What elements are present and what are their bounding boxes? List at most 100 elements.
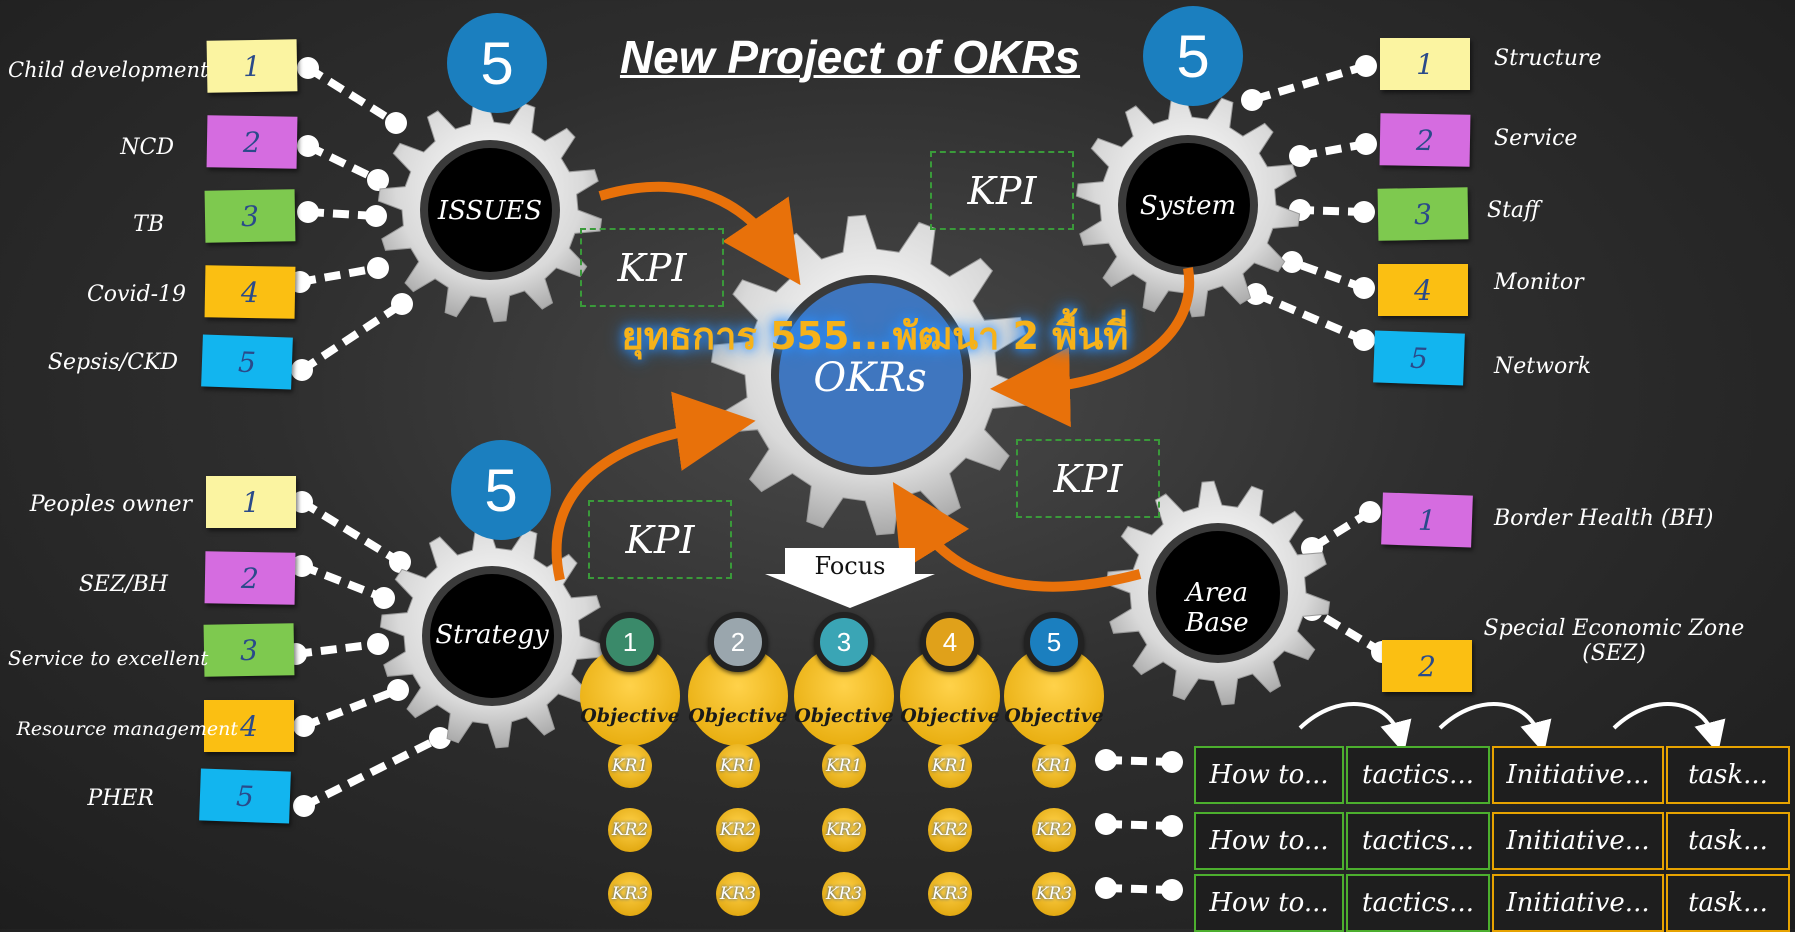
system-item-label-5: Network xyxy=(1494,354,1592,379)
objective-number-1: 1 xyxy=(600,612,660,672)
focus-label: Focus xyxy=(814,552,886,580)
system-note-1: 1 xyxy=(1380,38,1470,90)
issues-gear-center xyxy=(428,148,552,272)
system-item-label-1: Structure xyxy=(1494,46,1602,71)
issues-connector-1 xyxy=(305,64,399,127)
step-arrow-3 xyxy=(1612,702,1726,754)
system-note-3: 3 xyxy=(1377,187,1469,241)
issues-connector-1-end-dot xyxy=(385,112,407,134)
key-result-5-1: KR1 xyxy=(1032,744,1076,788)
strategy-item-label-1: Peoples owner xyxy=(29,492,192,517)
strategy-note-3: 3 xyxy=(203,623,295,677)
system-connector-4-start-dot xyxy=(1353,277,1375,299)
strategy-connector-4-start-dot xyxy=(293,715,315,737)
action-cell-1-4: task... xyxy=(1666,746,1790,804)
strategy-connector-5-end-dot xyxy=(429,727,451,749)
flow-arrow-2 xyxy=(990,267,1195,428)
key-result-2-2: KR2 xyxy=(716,808,760,852)
key-result-5-3: KR3 xyxy=(1032,872,1076,916)
kr-table-connector-1-end-dot xyxy=(1161,751,1183,773)
strategy-note-5: 5 xyxy=(199,768,291,824)
focus-arrow-shape xyxy=(765,548,935,608)
strategy-connector-1-end-dot xyxy=(389,551,411,573)
kr-table-connector-2-start-dot xyxy=(1095,813,1117,835)
strategy-connector-3 xyxy=(295,640,379,658)
focus-arrow: Focus xyxy=(765,540,935,610)
flow-arrow-1 xyxy=(598,181,801,286)
system-item-label-4: Monitor xyxy=(1494,270,1584,295)
area_base-connector-1 xyxy=(1309,508,1373,552)
strategy-count-badge: 5 xyxy=(451,440,551,540)
system-connector-2-end-dot xyxy=(1289,145,1311,167)
area-base-gear-center xyxy=(1156,531,1280,655)
issues-connector-5-end-dot xyxy=(391,293,413,315)
system-connector-1-end-dot xyxy=(1241,89,1263,111)
action-cell-3-3: Initiative... xyxy=(1492,874,1664,932)
issues-note-1: 1 xyxy=(206,39,298,93)
system-connector-1-start-dot xyxy=(1355,55,1377,77)
objective-number-5: 5 xyxy=(1024,612,1084,672)
strategy-connector-4-end-dot xyxy=(387,679,409,701)
strategy-connector-1-start-dot xyxy=(291,491,313,513)
system-count-badge: 5 xyxy=(1143,6,1243,106)
issues-note-3: 3 xyxy=(204,189,296,243)
strategy-connector-1 xyxy=(299,498,403,566)
action-cell-3-1: How to... xyxy=(1194,874,1344,932)
strategy-gear-center xyxy=(430,574,554,698)
system-connector-1 xyxy=(1250,62,1368,104)
key-result-3-2: KR2 xyxy=(822,808,866,852)
thai-banner: ยุทธการ 555...พัฒนา 2 พื้นที่ xyxy=(621,314,1129,358)
flow-arrow-3 xyxy=(551,391,756,582)
system-connector-4-end-dot xyxy=(1281,251,1303,273)
key-result-4-2: KR2 xyxy=(928,808,972,852)
issues-connector-5-start-dot xyxy=(291,359,313,381)
strategy-note-2: 2 xyxy=(204,551,296,605)
kpi-box-strategy: KPI xyxy=(588,500,732,579)
system-note-2: 2 xyxy=(1379,113,1471,167)
issues-note-4: 4 xyxy=(204,265,296,319)
strategy-item-label-3: Service to excellent xyxy=(8,646,209,670)
issues-connector-4 xyxy=(299,264,379,286)
objective-number-2: 2 xyxy=(708,612,768,672)
flow-arrows xyxy=(551,181,1726,754)
kpi-box-issues: KPI xyxy=(580,228,724,307)
issues-item-label-2: NCD xyxy=(120,135,174,160)
strategy-connector-5 xyxy=(302,734,442,810)
system-gear-center xyxy=(1126,143,1250,267)
step-arrow-2 xyxy=(1438,702,1552,754)
issues-item-label-1: Child development xyxy=(8,58,209,82)
strategy-connector-2-end-dot xyxy=(373,587,395,609)
kr-table-connector-2-end-dot xyxy=(1161,815,1183,837)
strategy-item-label-5: PHER xyxy=(87,786,154,811)
action-cell-2-4: task... xyxy=(1666,812,1790,870)
system-note-4: 4 xyxy=(1378,264,1468,316)
kr-table-connector-1-start-dot xyxy=(1095,749,1117,771)
objective-number-3: 3 xyxy=(814,612,874,672)
key-result-2-1: KR1 xyxy=(716,744,760,788)
key-result-4-1: KR1 xyxy=(928,744,972,788)
objective-label-4: Objective xyxy=(900,705,1000,727)
area_base-note-1: 1 xyxy=(1381,492,1473,548)
action-cell-1-1: How to... xyxy=(1194,746,1344,804)
issues-connector-2-end-dot xyxy=(367,169,389,191)
flow-arrow-4 xyxy=(892,482,1142,592)
strategy-connector-4 xyxy=(302,686,400,730)
issues-connector-4-end-dot xyxy=(367,257,389,279)
objective-label-2: Objective xyxy=(688,705,788,727)
issues-connector-3 xyxy=(307,208,377,220)
action-cell-3-4: task... xyxy=(1666,874,1790,932)
action-cell-1-2: tactics... xyxy=(1346,746,1490,804)
action-cell-2-3: Initiative... xyxy=(1492,812,1664,870)
action-cell-2-2: tactics... xyxy=(1346,812,1490,870)
issues-item-label-4: Covid-19 xyxy=(86,282,186,307)
issues-note-5: 5 xyxy=(201,334,293,390)
system-connector-2 xyxy=(1299,140,1367,160)
system-item-label-3: Staff xyxy=(1487,198,1540,223)
issues-gear-label: ISSUES xyxy=(437,196,543,226)
key-result-3-1: KR1 xyxy=(822,744,866,788)
kpi-box-area-base: KPI xyxy=(1016,439,1160,518)
strategy-note-1: 1 xyxy=(206,476,296,528)
system-connector-4 xyxy=(1290,258,1366,292)
system-connector-5 xyxy=(1254,290,1366,344)
key-result-4-3: KR3 xyxy=(928,872,972,916)
